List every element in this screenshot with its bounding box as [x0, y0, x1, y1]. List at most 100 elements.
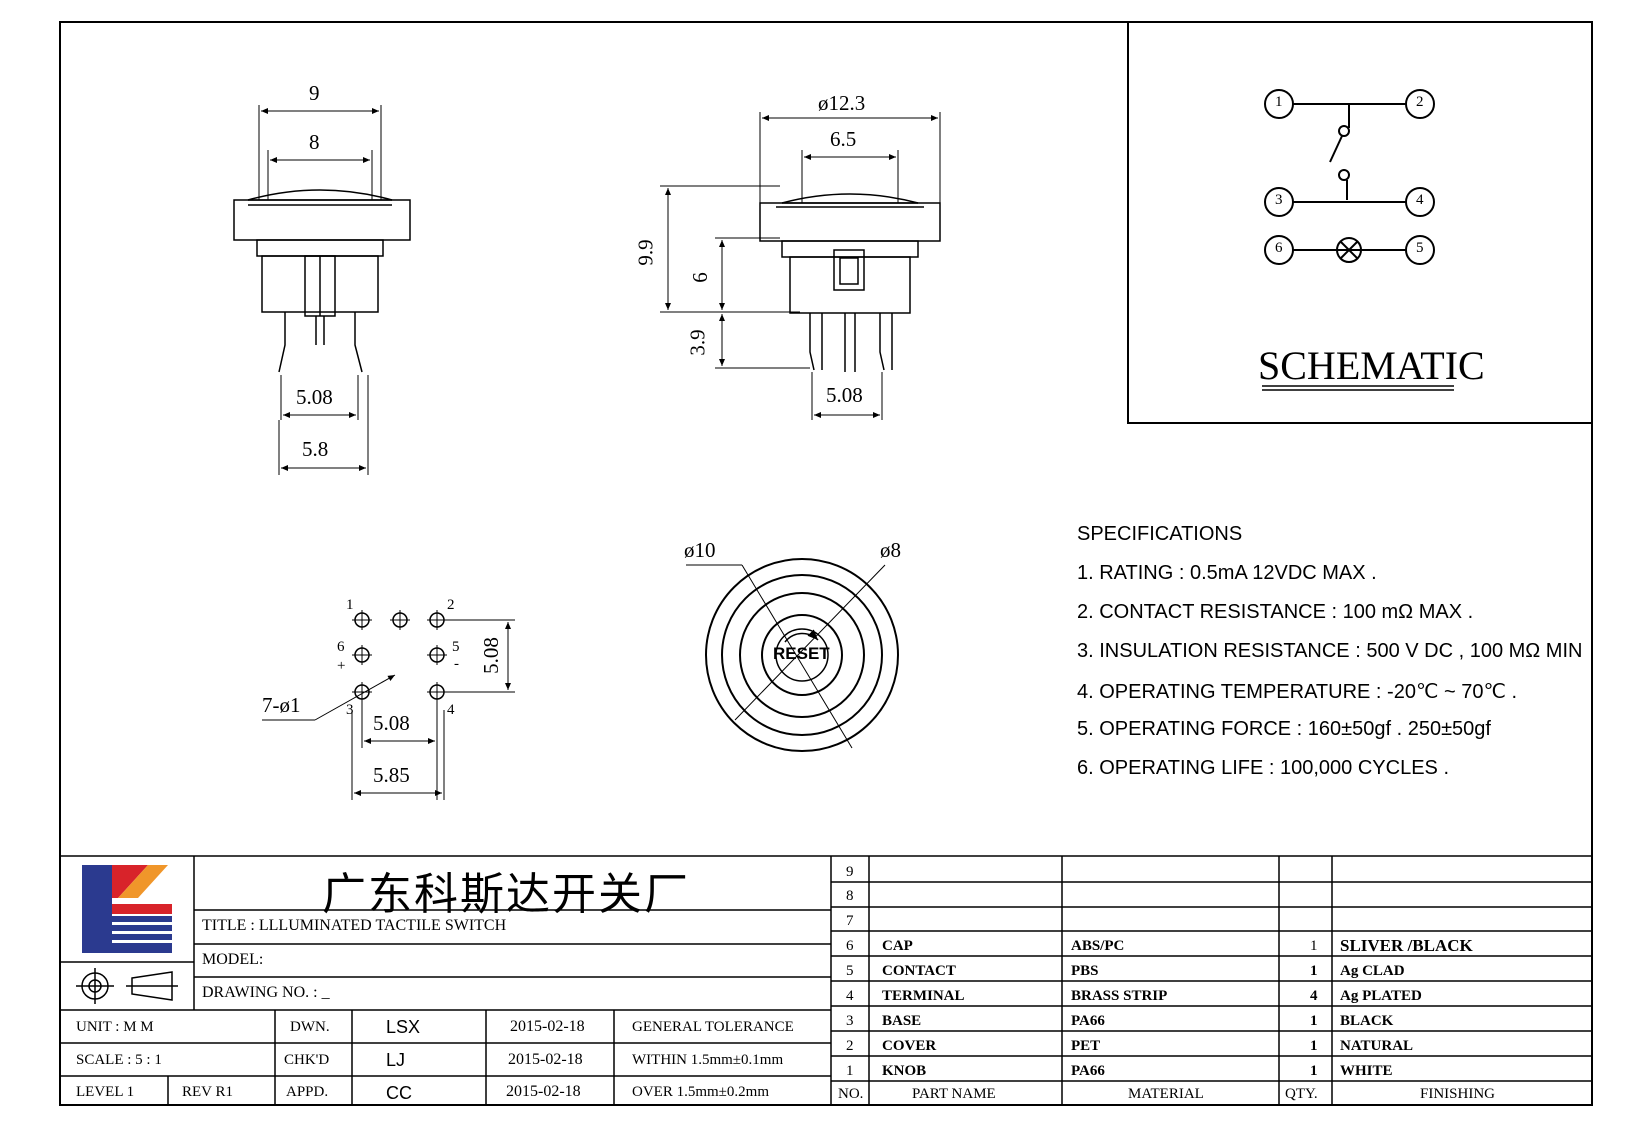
level-field: LEVEL 1: [76, 1084, 135, 1100]
front-dim-pitch: 5.08: [826, 383, 863, 407]
checked-date: 2015-02-18: [508, 1051, 583, 1068]
bom-part-2: COVER: [882, 1038, 937, 1054]
tolerance-label: GENERAL TOLERANCE: [632, 1019, 794, 1035]
pin-plus-mark: +: [337, 658, 346, 674]
bom-material-6: ABS/PC: [1071, 938, 1125, 954]
pin-label-2: 2: [447, 597, 455, 613]
company-name: 广东科斯达开关厂: [322, 869, 690, 920]
pin-minus-mark: -: [454, 656, 459, 672]
specifications-heading: SPECIFICATIONS: [1077, 523, 1243, 545]
bom-no-3: 3: [846, 1013, 854, 1029]
tolerance-over: OVER 1.5mm±0.2mm: [632, 1084, 769, 1100]
sch-pin-4: 4: [1416, 192, 1424, 208]
bom-header-material: MATERIAL: [1128, 1086, 1204, 1102]
bom-no-1: 1: [846, 1063, 854, 1079]
footprint-dim-width: 5.85: [373, 763, 410, 787]
company-logo: [82, 865, 172, 953]
rev-field: REV R1: [182, 1084, 233, 1100]
appd-label: APPD.: [286, 1084, 329, 1100]
sch-pin-3: 3: [1275, 192, 1283, 208]
bom-finish-2: NATURAL: [1340, 1038, 1414, 1054]
spec-item-1: 1. RATING : 0.5mA 12VDC MAX .: [1077, 562, 1377, 584]
bom-no-2: 2: [846, 1038, 854, 1054]
approved-date: 2015-02-18: [506, 1083, 581, 1100]
sch-pin-5: 5: [1416, 240, 1424, 256]
bom-material-4: BRASS STRIP: [1071, 988, 1168, 1004]
bom-part-4: TERMINAL: [882, 988, 965, 1004]
bom-header-finish: FINISHING: [1420, 1086, 1495, 1102]
bom-part-3: BASE: [882, 1013, 922, 1029]
bom-qty-4: 4: [1310, 988, 1318, 1004]
bom-no-5: 5: [846, 963, 854, 979]
side-dim-8: 8: [309, 130, 320, 154]
side-view: [233, 105, 411, 475]
hole-center-top: [390, 610, 410, 630]
top-view: [686, 558, 899, 752]
scale-field: SCALE : 5 : 1: [76, 1052, 162, 1068]
side-dim-pitch: 5.08: [296, 385, 333, 409]
drawn-date: 2015-02-18: [510, 1018, 585, 1035]
bom-header-qty: QTY.: [1285, 1086, 1318, 1102]
drawn-by: LSX: [386, 1017, 421, 1037]
spec-item-3: 3. INSULATION RESISTANCE : 500 V DC , 10…: [1077, 640, 1583, 662]
side-dim-9: 9: [309, 81, 320, 105]
spec-item-2: 2. CONTACT RESISTANCE : 100 mΩ MAX .: [1077, 601, 1474, 623]
checked-by: LJ: [386, 1050, 406, 1070]
bom-qty-6: 1: [1310, 938, 1318, 954]
spec-item-5: 5. OPERATING FORCE : 160±50gf . 250±50gf: [1077, 718, 1491, 740]
hole-5: [427, 645, 447, 665]
pin-label-3: 3: [346, 702, 354, 718]
tolerance-within: WITHIN 1.5mm±0.1mm: [632, 1052, 784, 1068]
pin-label-5: 5: [452, 639, 460, 655]
hole-1: [352, 610, 372, 630]
bom-finish-6: SLIVER /BLACK: [1340, 936, 1473, 955]
bom-finish-3: BLACK: [1340, 1013, 1394, 1029]
footprint-view: [262, 610, 515, 800]
bom-header-part: PART NAME: [912, 1086, 996, 1102]
sch-pin-6: 6: [1275, 240, 1283, 256]
projection-symbol-icon: [76, 968, 178, 1004]
bom-finish-1: WHITE: [1340, 1063, 1393, 1079]
footprint-holes-label: 7-ø1: [262, 693, 301, 717]
hole-2: [427, 610, 447, 630]
bom-part-1: KNOB: [882, 1063, 927, 1079]
front-view: [660, 112, 941, 420]
bom-finish-4: Ag PLATED: [1340, 988, 1422, 1004]
bom-material-3: PA66: [1071, 1013, 1105, 1029]
front-dim-dia: ø12.3: [818, 91, 866, 115]
top-dim-inner: ø8: [880, 538, 901, 562]
schematic-title: SCHEMATIC: [1258, 343, 1485, 388]
unit-field: UNIT : M M: [76, 1019, 154, 1035]
sch-pin-1: 1: [1275, 94, 1283, 110]
bom-material-2: PET: [1071, 1038, 1101, 1054]
front-dim-cap: 6.5: [830, 127, 857, 151]
bom-qty-3: 1: [1310, 1013, 1318, 1029]
footprint-dim-pitch: 5.08: [373, 711, 410, 735]
bom-material-1: PA66: [1071, 1063, 1105, 1079]
title-field: TITLE : LLLUMINATED TACTILE SWITCH: [202, 917, 507, 934]
bom-no-4: 4: [846, 988, 854, 1004]
drawing-frame: [59, 21, 1593, 1106]
model-field: MODEL:: [202, 951, 264, 968]
bom-no-9: 9: [846, 864, 854, 880]
hole-3: [352, 682, 372, 702]
approved-by: CC: [386, 1083, 412, 1103]
bom-no-6: 6: [846, 938, 854, 954]
spec-item-4: 4. OPERATING TEMPERATURE : -20℃ ~ 70℃ .: [1077, 681, 1518, 703]
bom-finish-5: Ag CLAD: [1340, 963, 1405, 979]
side-dim-width: 5.8: [302, 437, 329, 461]
dwn-label: DWN.: [290, 1019, 330, 1035]
bom-material-5: PBS: [1071, 963, 1099, 979]
pin-label-4: 4: [447, 702, 455, 718]
bom-no-8: 8: [846, 888, 854, 904]
schematic-diagram: [1262, 89, 1454, 391]
spec-item-6: 6. OPERATING LIFE : 100,000 CYCLES .: [1077, 757, 1450, 779]
bom-no-7: 7: [846, 913, 854, 929]
pin-label-6: 6: [337, 639, 345, 655]
top-dim-outer: ø10: [684, 538, 716, 562]
bom-qty-2: 1: [1310, 1038, 1318, 1054]
bom-qty-1: 1: [1310, 1063, 1318, 1079]
bom-header-no: NO.: [838, 1086, 864, 1102]
bom-part-5: CONTACT: [882, 963, 956, 979]
